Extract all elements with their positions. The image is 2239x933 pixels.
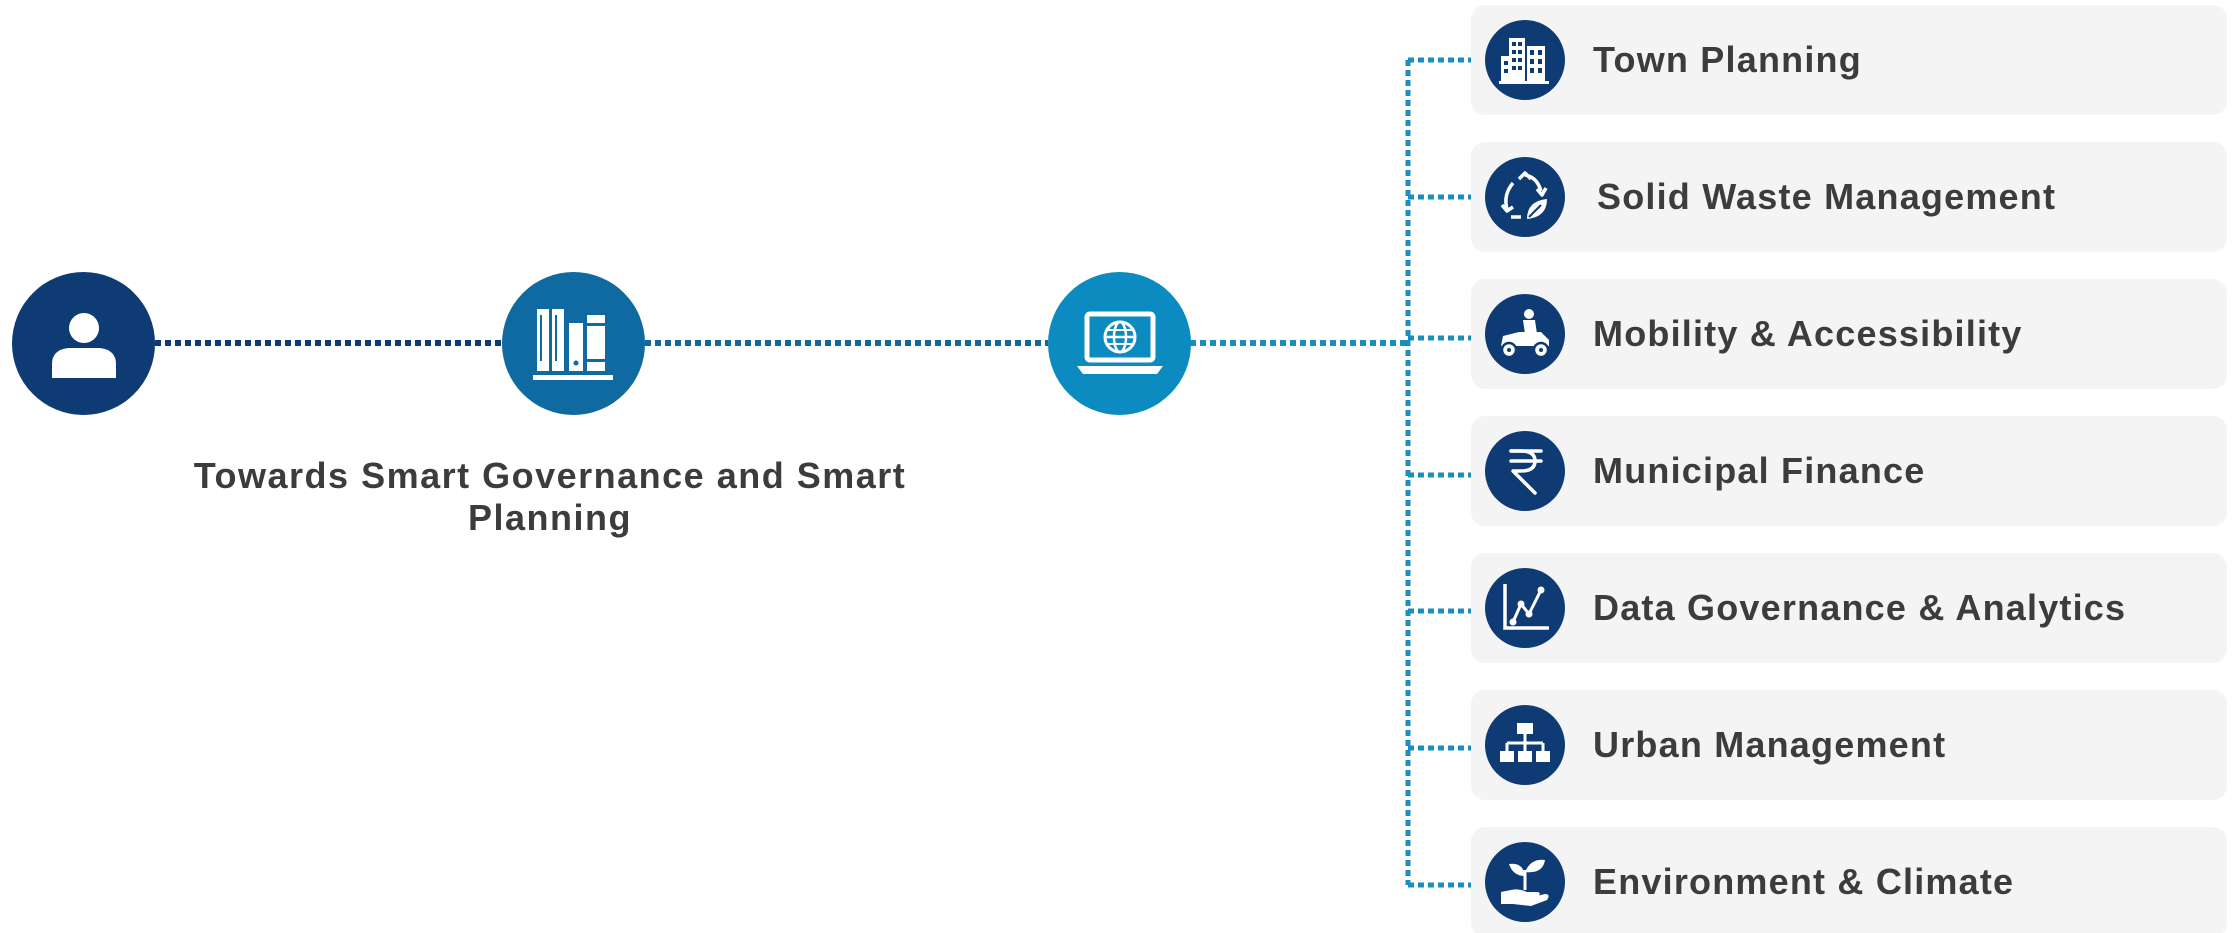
category-label: Town Planning <box>1593 39 1862 80</box>
books-node <box>502 272 645 415</box>
category-mobility-accessibility: Mobility & Accessibility <box>1471 279 2227 389</box>
category-label: Urban Management <box>1593 724 1947 765</box>
plant-hand-icon <box>1501 859 1549 906</box>
org-chart-icon <box>1500 723 1550 762</box>
line-graph-icon <box>1503 584 1549 630</box>
category-label: Environment & Climate <box>1593 861 2015 902</box>
recycle-leaf-icon <box>1500 171 1548 219</box>
laptop-globe-icon <box>1076 311 1163 374</box>
rupee-icon <box>1509 449 1543 495</box>
category-solid-waste-management: Solid Waste Management <box>1471 142 2227 252</box>
category-environment-climate: Environment & Climate <box>1471 827 2227 933</box>
category-town-planning: Town Planning <box>1471 5 2227 115</box>
person-node <box>12 272 155 415</box>
buildings-icon <box>1499 38 1549 84</box>
scooter-icon <box>1500 309 1550 359</box>
category-label: Mobility & Accessibility <box>1593 313 2023 354</box>
person-icon <box>51 312 116 378</box>
books-icon <box>532 308 613 380</box>
category-label: Municipal Finance <box>1593 450 1926 491</box>
laptop-node <box>1048 272 1191 415</box>
category-data-governance-analytics: Data Governance & Analytics <box>1471 553 2227 663</box>
category-label: Data Governance & Analytics <box>1593 587 2127 628</box>
diagram-caption: Towards Smart Governance and Smart Plann… <box>193 455 907 538</box>
category-urban-management: Urban Management <box>1471 690 2227 800</box>
category-municipal-finance: Municipal Finance <box>1471 416 2227 526</box>
category-label: Solid Waste Management <box>1597 176 2057 217</box>
